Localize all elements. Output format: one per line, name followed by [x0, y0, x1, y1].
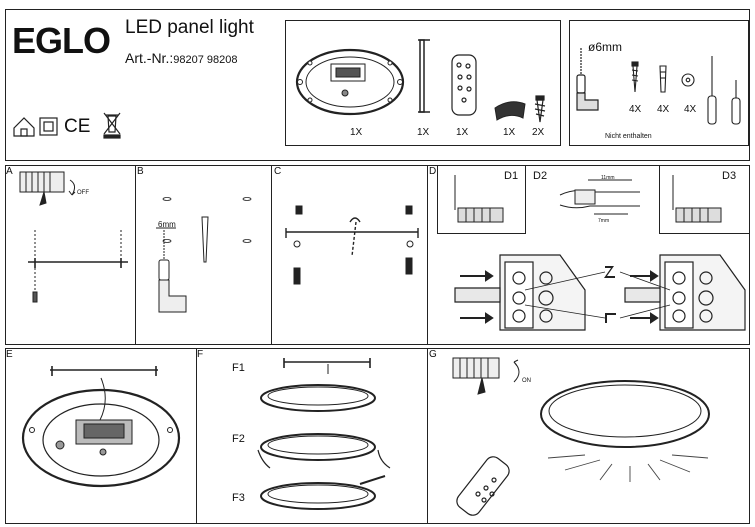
panel-f2: [257, 433, 391, 469]
article-number: Art.-Nr.:98207 98208: [125, 50, 237, 66]
product-title: LED panel light: [125, 17, 254, 38]
wiring-diagram-left: [454, 254, 586, 331]
cable-clip-part: [494, 101, 526, 121]
weee-bin-icon: [103, 112, 121, 139]
tools-box: [569, 20, 749, 146]
step-d1-label: D1: [504, 170, 519, 182]
remote-g: [456, 456, 510, 516]
mounting-bracket-a: [28, 230, 128, 290]
drill-b: [156, 227, 187, 313]
drill-size-label: ø6mm: [588, 40, 622, 54]
step-c-panel: [271, 165, 428, 345]
panel-lit-g: [540, 380, 710, 448]
not-included-note: Nicht enthalten: [605, 133, 652, 140]
screwdriver-flat-icon: [707, 56, 717, 125]
brand-logo: EGLO: [12, 20, 111, 61]
wall-plug-icon: [659, 65, 667, 93]
circuit-breaker-off-icon: [19, 171, 76, 206]
indoor-use-icon: [13, 117, 35, 137]
terminal-d1: [454, 175, 504, 223]
terminal-d3: [672, 175, 722, 223]
polarity-symbols: [604, 266, 616, 323]
wiring-diagram-right: [624, 254, 746, 331]
bracket-e: [50, 366, 158, 376]
step-d-label: D: [429, 166, 437, 177]
step-f-label: F: [197, 349, 204, 360]
pencil-icon: [32, 291, 38, 303]
article-label: Art.-Nr.:: [125, 50, 174, 66]
step-a-label: A: [6, 166, 13, 177]
tools-qty-1: 4X: [629, 104, 642, 115]
panel-light-part: [295, 48, 405, 116]
ce-mark-icon: CE: [64, 116, 91, 137]
screw-part: [534, 95, 546, 123]
bracket-f: [283, 358, 371, 374]
screws-c: [293, 205, 414, 285]
remote-control-part: [451, 54, 477, 116]
parts-qty-1: 1X: [350, 127, 363, 138]
tools-qty-3: 4X: [684, 104, 697, 115]
step-c-label: C: [274, 166, 282, 177]
class-ii-icon: [39, 117, 58, 136]
wiring-arrows: [460, 270, 671, 324]
screwdriver-phillips-icon: [731, 80, 741, 125]
step-a-panel: [5, 165, 136, 345]
wall-plug-b: [201, 216, 209, 263]
article-numbers: 98207 98208: [173, 54, 238, 66]
wire-strip-d2: [559, 179, 640, 215]
panel-f1: [260, 384, 376, 412]
bracket-c: [285, 217, 419, 257]
panel-f3: [260, 475, 386, 510]
screw-icon: [631, 61, 639, 93]
step-g-label: G: [429, 349, 437, 360]
parts-box: [285, 20, 561, 146]
drill-6mm-label: 6mm: [158, 220, 176, 229]
step-e-label: E: [6, 349, 13, 360]
step-d2-label: D2: [533, 170, 548, 182]
step-f3-label: F3: [232, 492, 245, 504]
panel-e: [21, 377, 181, 488]
light-rays-g: [547, 454, 709, 482]
circuit-breaker-on-icon: [452, 357, 520, 395]
tools-qty-2: 4X: [657, 104, 670, 115]
step-d3-label: D3: [722, 170, 737, 182]
parts-qty-4: 1X: [503, 127, 516, 138]
wire-length-11mm: 11mm: [601, 175, 615, 181]
parts-qty-5: 2X: [532, 127, 545, 138]
step-f1-label: F1: [232, 362, 245, 374]
step-f2-label: F2: [232, 433, 245, 445]
drill-holes-b: [162, 197, 252, 243]
wire-length-7mm: 7mm: [598, 218, 610, 224]
off-label: OFF: [77, 190, 89, 196]
washer-icon: [681, 73, 695, 87]
parts-qty-3: 1X: [456, 127, 469, 138]
mounting-bracket-part: [418, 39, 430, 113]
on-label: ON: [522, 378, 531, 384]
step-b-label: B: [137, 166, 144, 177]
drill-icon: [576, 48, 599, 111]
parts-qty-2: 1X: [417, 127, 430, 138]
